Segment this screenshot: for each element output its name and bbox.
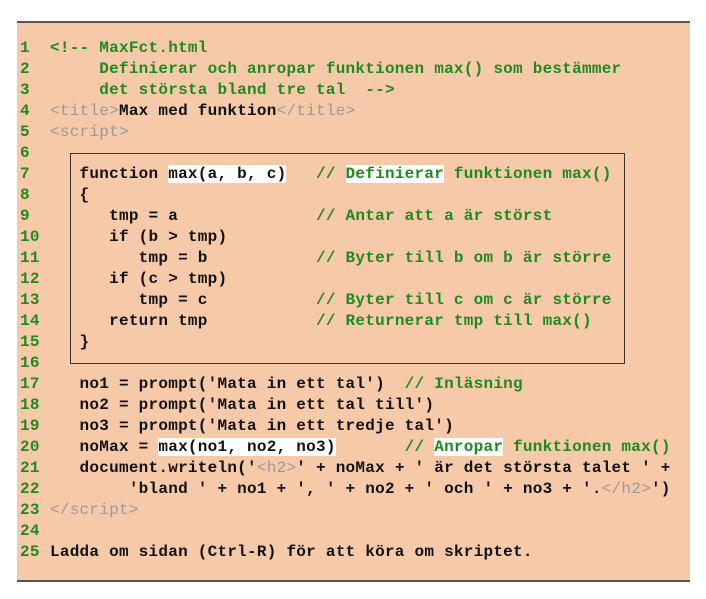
line-number: 23: [20, 501, 40, 519]
line-code: tmp = a // Antar att a är störst: [50, 206, 552, 227]
line-number: 25: [20, 543, 40, 561]
html-tag: </title>: [276, 102, 356, 120]
code-text: document.writeln(': [50, 459, 257, 477]
line-number: 9: [20, 207, 30, 225]
line-code: <title>Max med funktion</title>: [50, 101, 355, 122]
comment-text: det största bland tre tal -->: [50, 81, 395, 99]
line-code: function max(a, b, c) // Definierar funk…: [50, 164, 612, 185]
line-number: 24: [20, 522, 40, 540]
function-definition-box: [70, 153, 625, 364]
comment-text: // Byter till c om c är större: [316, 291, 612, 309]
code-text: tmp = b: [50, 249, 316, 267]
line-number: 14: [20, 312, 40, 330]
code-text: max(a, b, c): [168, 165, 287, 183]
line-code: document.writeln('<h2>' + noMax + ' är d…: [50, 458, 671, 479]
code-text: no3 = prompt('Mata in ett tredje tal'): [50, 417, 454, 435]
line-number: 16: [20, 354, 40, 372]
line-number: 12: [20, 270, 40, 288]
code-text: '): [650, 480, 671, 498]
html-tag: <title>: [50, 102, 119, 120]
comment-text: funktionen max(): [503, 438, 671, 456]
line-code: 'bland ' + no1 + ', ' + no2 + ' och ' + …: [50, 479, 671, 500]
comment-text: //: [335, 438, 435, 456]
code-text: Max med funktion: [118, 102, 277, 120]
line-code: {: [50, 185, 90, 206]
code-text: if (b > tmp): [50, 228, 228, 246]
code-listing-panel: [17, 21, 690, 582]
code-text: tmp = a: [50, 207, 316, 225]
line-code: if (b > tmp): [50, 227, 227, 248]
comment-text: Anropar: [434, 438, 504, 456]
comment-text: // Returnerar tmp till max(): [316, 312, 592, 330]
code-text: max(no1, no2, no3): [158, 438, 336, 456]
line-number: 15: [20, 333, 40, 351]
line-code: det största bland tre tal -->: [50, 80, 395, 101]
code-text: ' + noMax + ' är det största talet ' +: [296, 459, 671, 477]
line-code: if (c > tmp): [50, 269, 227, 290]
comment-text: // Byter till b om b är större: [316, 249, 612, 267]
line-code: noMax = max(no1, no2, no3) // Anropar fu…: [50, 437, 671, 458]
html-tag: </script>: [50, 501, 139, 519]
code-text: {: [50, 186, 90, 204]
code-text: tmp = c: [50, 291, 316, 309]
comment-text: // Inläsning: [404, 375, 523, 393]
code-text: 'bland ' + no1 + ', ' + no2 + ' och ' + …: [50, 480, 602, 498]
line-number: 11: [20, 249, 40, 267]
line-number: 3: [20, 81, 30, 99]
line-number: 6: [20, 144, 30, 162]
line-code: return tmp // Returnerar tmp till max(): [50, 311, 592, 332]
line-number: 13: [20, 291, 40, 309]
line-number: 18: [20, 396, 40, 414]
line-number: 17: [20, 375, 40, 393]
line-code: Definierar och anropar funktionen max() …: [50, 59, 621, 80]
line-number: 4: [20, 102, 30, 120]
line-code: <!-- MaxFct.html: [50, 38, 208, 59]
line-code: no2 = prompt('Mata in ett tal till'): [50, 395, 434, 416]
code-text: Ladda om sidan (Ctrl-R) för att köra om …: [50, 543, 533, 561]
line-number: 1: [20, 39, 30, 57]
line-code: tmp = b // Byter till b om b är större: [50, 248, 612, 269]
line-number: 7: [20, 165, 30, 183]
line-code: no3 = prompt('Mata in ett tredje tal'): [50, 416, 454, 437]
line-number: 2: [20, 60, 30, 78]
code-text: noMax =: [50, 438, 159, 456]
code-text: function: [50, 165, 169, 183]
comment-text: Definierar och anropar funktionen max() …: [50, 60, 622, 78]
code-text: }: [50, 333, 90, 351]
line-number: 21: [20, 459, 40, 477]
comment-text: //: [286, 165, 346, 183]
code-text: no2 = prompt('Mata in ett tal till'): [50, 396, 435, 414]
code-text: return tmp: [50, 312, 316, 330]
comment-text: Definierar: [345, 165, 445, 183]
comment-text: funktionen max(): [444, 165, 612, 183]
html-tag: </h2>: [601, 480, 651, 498]
line-number: 5: [20, 123, 30, 141]
html-tag: <script>: [50, 123, 129, 141]
line-number: 10: [20, 228, 40, 246]
line-code: no1 = prompt('Mata in ett tal') // Inläs…: [50, 374, 523, 395]
comment-text: <!-- MaxFct.html: [50, 39, 208, 57]
line-number: 22: [20, 480, 40, 498]
line-number: 8: [20, 186, 30, 204]
line-code: tmp = c // Byter till c om c är större: [50, 290, 612, 311]
comment-text: // Antar att a är störst: [316, 207, 553, 225]
code-text: if (c > tmp): [50, 270, 228, 288]
line-number: 19: [20, 417, 40, 435]
line-code: }: [50, 332, 90, 353]
html-tag: <h2>: [256, 459, 297, 477]
line-code: </script>: [50, 500, 139, 521]
line-code: Ladda om sidan (Ctrl-R) för att köra om …: [50, 542, 533, 563]
line-code: <script>: [50, 122, 129, 143]
line-number: 20: [20, 438, 40, 456]
code-text: no1 = prompt('Mata in ett tal'): [50, 375, 405, 393]
